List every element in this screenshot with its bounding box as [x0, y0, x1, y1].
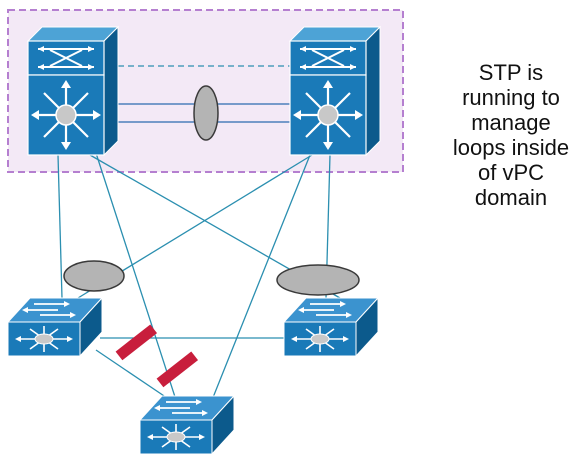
left-core-switch-icon [26, 25, 120, 157]
right-core-switch-icon [288, 25, 382, 157]
caption-line-3: manage [471, 110, 551, 135]
caption-line-1: STP is [478, 60, 544, 85]
caption-line-2: running to [462, 85, 560, 110]
caption-line-4: loops inside [452, 135, 570, 160]
bottom-access-switch-icon [139, 395, 235, 455]
left-access-switch-icon [7, 297, 103, 357]
caption-line-6: domain [474, 185, 548, 210]
stp-blocked-port-2 [156, 351, 199, 388]
link-left-access-to-bottom-access [95, 349, 177, 405]
right-access-port-channel [276, 264, 360, 296]
link-left-core-to-bottom-access [94, 149, 177, 401]
stp-caption: STP is running to manage loops inside of… [436, 60, 586, 210]
vpc-peer-links [118, 65, 292, 141]
peer-link-port-channel [193, 85, 219, 141]
caption-line-5: of vPC [477, 160, 545, 185]
stp-blocked-port-1 [115, 324, 158, 361]
link-left-core-to-left-access [57, 154, 63, 299]
right-access-switch-icon [283, 297, 379, 357]
left-access-port-channel [63, 260, 125, 292]
link-right-core-to-bottom-access [211, 154, 311, 401]
